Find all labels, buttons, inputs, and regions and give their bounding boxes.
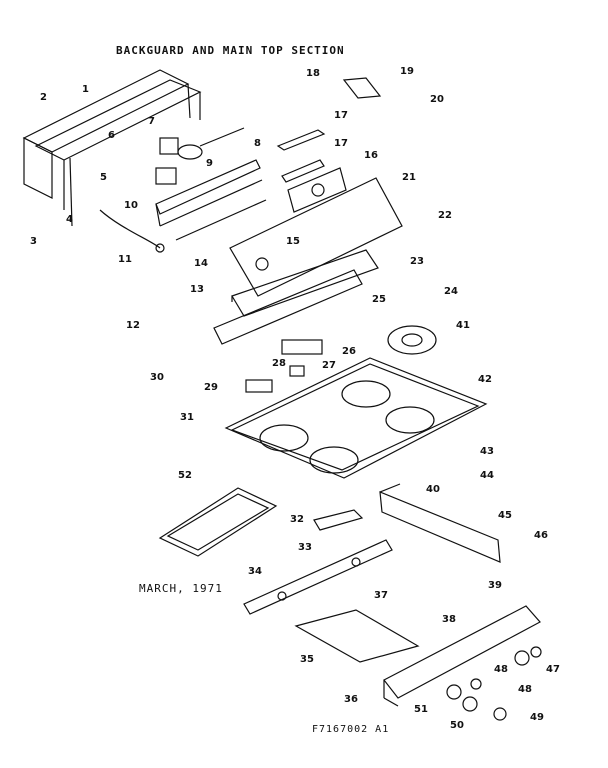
strip-23 [231, 249, 379, 317]
part-label-5: 5 [100, 172, 107, 183]
part-label-21: 21 [402, 172, 416, 183]
plate-16 [287, 167, 347, 213]
part-label-3: 3 [30, 236, 37, 247]
part-label-10: 10 [124, 200, 138, 211]
part-label-24: 24 [444, 286, 458, 297]
sheet-35 [294, 609, 420, 663]
part-label-46: 46 [534, 530, 548, 541]
part-label-17a: 17 [334, 110, 348, 121]
part-label-32: 32 [290, 514, 304, 525]
drip-tray-52 [158, 487, 278, 557]
part-label-51: 51 [414, 704, 428, 715]
part-label-40: 40 [426, 484, 440, 495]
backguard-panel [22, 69, 202, 227]
part-label-30: 30 [150, 372, 164, 383]
bracket-32 [313, 509, 364, 531]
part-27 [281, 339, 323, 355]
main-top-42 [224, 357, 488, 479]
part-label-20: 20 [430, 94, 444, 105]
front-panel-36 [383, 605, 541, 707]
part-label-44: 44 [480, 470, 494, 481]
part-label-11: 11 [118, 254, 132, 265]
part-label-14: 14 [194, 258, 208, 269]
part-label-39: 39 [488, 580, 502, 591]
bracket-45 [379, 483, 501, 563]
part-28 [289, 365, 305, 377]
part-label-23: 23 [410, 256, 424, 267]
part-label-29: 29 [204, 382, 218, 393]
part-label-1: 1 [82, 84, 89, 95]
part-label-50: 50 [450, 720, 464, 731]
component-7-9 [155, 127, 245, 185]
control-panel-15-21 [229, 177, 403, 297]
part-label-35: 35 [300, 654, 314, 665]
part-label-26: 26 [342, 346, 356, 357]
part-label-48b: 48 [518, 684, 532, 695]
part-label-12: 12 [126, 320, 140, 331]
part-label-22: 22 [438, 210, 452, 221]
part-label-6: 6 [108, 130, 115, 141]
wire-11 [99, 209, 161, 249]
part-label-7: 7 [148, 116, 155, 127]
part-label-36: 36 [344, 694, 358, 705]
part-label-45: 45 [498, 510, 512, 521]
part-label-41: 41 [456, 320, 470, 331]
part-label-47: 47 [546, 664, 560, 675]
part-label-43: 43 [480, 446, 494, 457]
part-label-48a: 48 [494, 664, 508, 675]
part-label-37: 37 [374, 590, 388, 601]
rod-14 [175, 199, 267, 241]
part-label-31: 31 [180, 412, 194, 423]
part-label-27: 27 [322, 360, 336, 371]
part-label-25: 25 [372, 294, 386, 305]
part-label-16: 16 [364, 150, 378, 161]
part-label-19: 19 [400, 66, 414, 77]
part-label-13: 13 [190, 284, 204, 295]
part-label-42: 42 [478, 374, 492, 385]
part-label-4: 4 [66, 214, 73, 225]
part-label-52: 52 [178, 470, 192, 481]
part-29 [245, 379, 273, 393]
diagram-date: MARCH, 1971 [139, 582, 223, 595]
knobs [446, 646, 542, 721]
part-label-17b: 17 [334, 138, 348, 149]
part-label-8: 8 [254, 138, 261, 149]
bracket-18-19 [342, 77, 382, 99]
frame-lower [213, 269, 363, 345]
part-label-28: 28 [272, 358, 286, 369]
bracket-17 [276, 129, 326, 151]
part-label-34: 34 [248, 566, 262, 577]
part-label-33: 33 [298, 542, 312, 553]
rail-10 [155, 159, 263, 227]
burner-41 [387, 325, 437, 355]
diagram-title: BACKGUARD AND MAIN TOP SECTION [116, 44, 345, 57]
manifold-34 [243, 539, 393, 615]
part-label-49: 49 [530, 712, 544, 723]
part-label-2: 2 [40, 92, 47, 103]
part-label-18: 18 [306, 68, 320, 79]
part-label-15: 15 [286, 236, 300, 247]
diagram-code: F7167002 A1 [312, 724, 390, 735]
part-label-38: 38 [442, 614, 456, 625]
part-label-9: 9 [206, 158, 213, 169]
